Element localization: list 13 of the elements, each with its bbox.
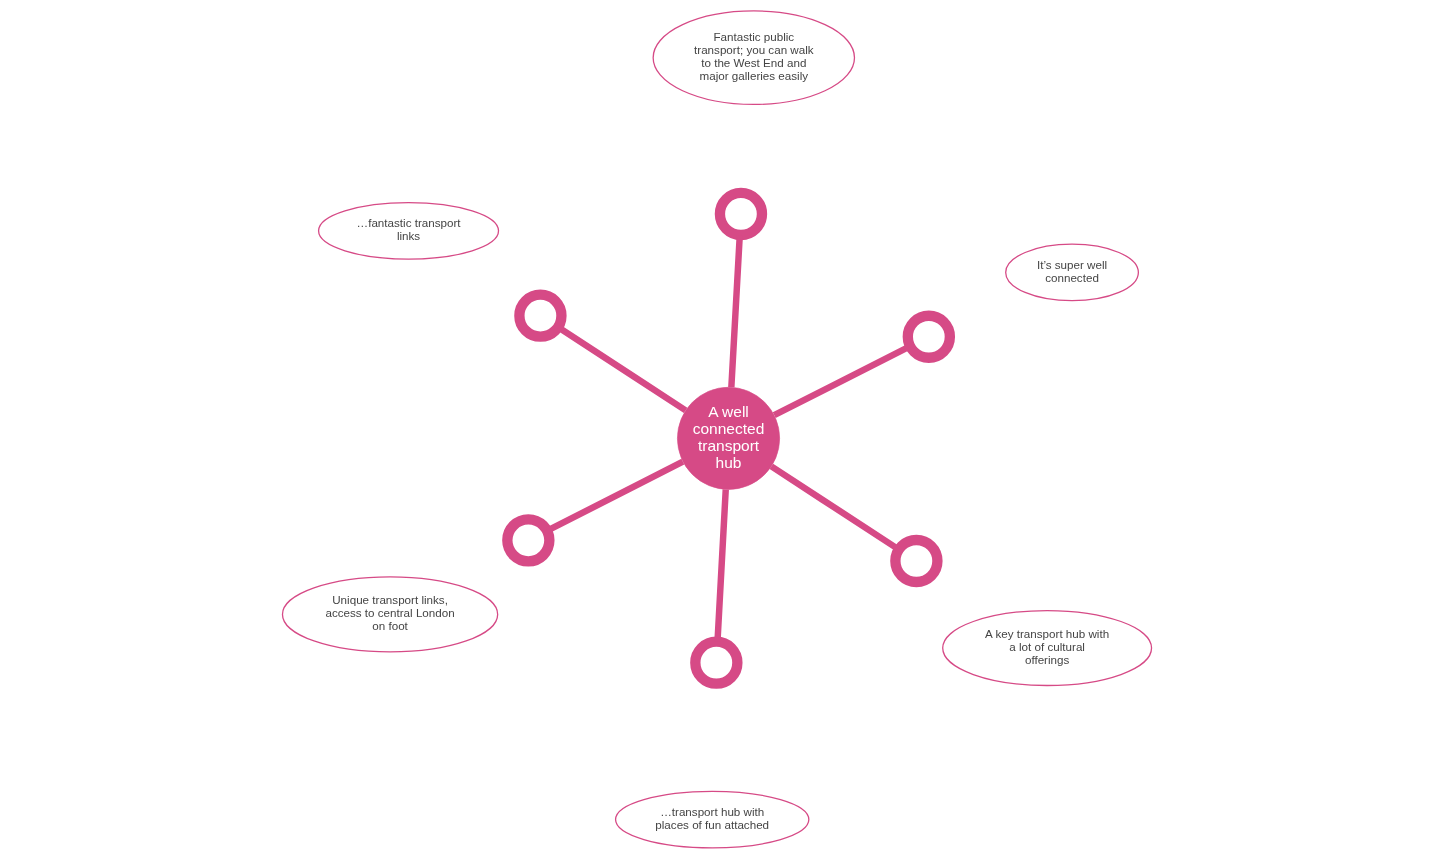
node-circle: [902, 310, 956, 363]
node-circle: [690, 636, 743, 689]
node-ellipse: Fantastic public transport; you can walk to the West End and major galleries easily: [652, 10, 856, 106]
node-circle: [714, 187, 768, 241]
node-circle: A well connected transport hub: [677, 386, 780, 490]
node-ellipse: …transport hub with places of fun attached: [614, 790, 810, 849]
node-circle: [890, 534, 943, 588]
node-circle: [514, 289, 567, 342]
node-ellipse: A key transport hub with a lot of cultural offerings: [942, 609, 1153, 687]
node-ellipse: Unique transport links, access to central London on foot: [281, 576, 499, 653]
node-ellipse: …fantastic transport links: [317, 201, 500, 260]
node-ellipse: It’s super well connected: [1005, 243, 1139, 302]
node-circle: [502, 514, 555, 567]
